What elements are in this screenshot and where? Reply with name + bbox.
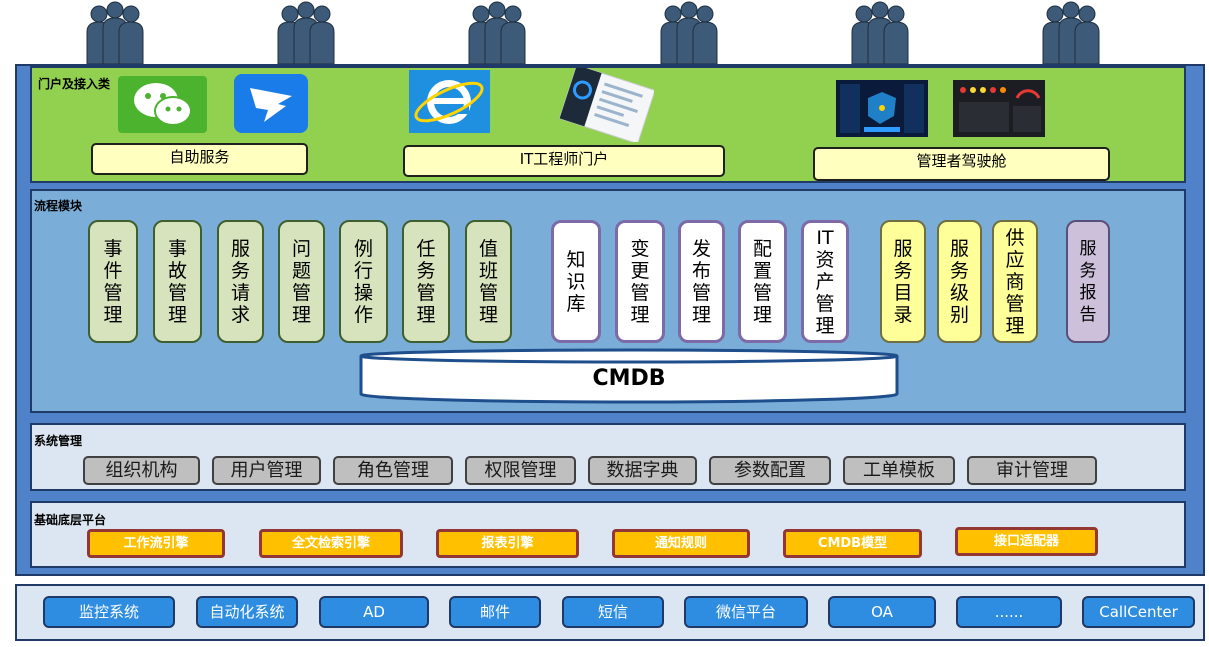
manager-cockpit-label[interactable]: 管理者驾驶舱 [813, 147, 1110, 181]
wechat-icon [118, 76, 207, 133]
platform-title: 基础底层平台 [34, 513, 107, 527]
dingtalk-icon [234, 74, 308, 133]
dashboard-gauge-screenshot [953, 80, 1045, 137]
cmdb-label: CMDB [592, 366, 666, 391]
ad-button[interactable]: AD [319, 596, 429, 628]
dashboard-map-screenshot [836, 80, 928, 137]
mobile-app-screenshot [558, 64, 656, 145]
users-icon [1038, 0, 1104, 65]
routine-operation-box[interactable]: 例行操作 [339, 220, 388, 343]
users-icon [273, 0, 339, 65]
interface-adapter-button[interactable]: 接口适配器 [955, 527, 1098, 556]
service-request-box[interactable]: 服务请求 [217, 220, 264, 343]
duty-management-box[interactable]: 值班管理 [465, 220, 512, 343]
engineer-portal-label[interactable]: IT工程师门户 [403, 145, 725, 177]
org-structure-button[interactable]: 组织机构 [83, 456, 200, 485]
callcenter-button[interactable]: CallCenter [1082, 596, 1195, 628]
oa-button[interactable]: OA [828, 596, 936, 628]
knowledge-base-box[interactable]: 知识库 [551, 220, 601, 343]
user-management-button[interactable]: 用户管理 [212, 456, 321, 485]
system-management-title: 系统管理 [34, 434, 83, 448]
workflow-engine-button[interactable]: 工作流引擎 [87, 529, 225, 558]
fulltext-search-engine-button[interactable]: 全文检索引擎 [259, 529, 403, 558]
service-catalog-box[interactable]: 服务目录 [880, 220, 926, 343]
role-management-button[interactable]: 角色管理 [333, 456, 453, 485]
service-report-box[interactable]: 服务报告 [1066, 220, 1110, 343]
users-icon [464, 0, 530, 65]
users-icon [656, 0, 722, 65]
sms-button[interactable]: 短信 [562, 596, 664, 628]
users-icon [82, 0, 148, 65]
notification-rules-button[interactable]: 通知规则 [612, 529, 750, 558]
change-management-box[interactable]: 变更管理 [615, 220, 665, 343]
config-management-box[interactable]: 配置管理 [738, 220, 787, 343]
process-section-title: 流程模块 [34, 199, 83, 213]
more-systems-button[interactable]: ...... [956, 596, 1062, 628]
problem-management-box[interactable]: 问题管理 [278, 220, 325, 343]
accident-management-box[interactable]: 事故管理 [153, 220, 202, 343]
service-level-box[interactable]: 服务级别 [937, 220, 982, 343]
monitoring-system-button[interactable]: 监控系统 [43, 596, 175, 628]
incident-management-box[interactable]: 事件管理 [88, 220, 138, 343]
release-management-box[interactable]: 发布管理 [678, 220, 725, 343]
supplier-management-box[interactable]: 供应商管理 [992, 220, 1038, 343]
cmdb-model-button[interactable]: CMDB模型 [783, 529, 922, 558]
audit-management-button[interactable]: 审计管理 [967, 456, 1097, 485]
self-service-label[interactable]: 自助服务 [91, 143, 308, 175]
parameter-config-button[interactable]: 参数配置 [709, 456, 831, 485]
cmdb-cylinder[interactable]: CMDB [359, 348, 899, 404]
data-dictionary-button[interactable]: 数据字典 [588, 456, 697, 485]
permission-management-button[interactable]: 权限管理 [465, 456, 576, 485]
wechat-platform-button[interactable]: 微信平台 [684, 596, 808, 628]
users-icon [847, 0, 913, 65]
it-asset-management-box[interactable]: IT资产管理 [801, 220, 849, 343]
report-engine-button[interactable]: 报表引擎 [436, 529, 579, 558]
portal-section-title: 门户及接入类 [38, 77, 111, 91]
ticket-template-button[interactable]: 工单模板 [843, 456, 955, 485]
browser-icon [409, 70, 490, 133]
task-management-box[interactable]: 任务管理 [402, 220, 450, 343]
automation-system-button[interactable]: 自动化系统 [196, 596, 298, 628]
email-button[interactable]: 邮件 [449, 596, 541, 628]
